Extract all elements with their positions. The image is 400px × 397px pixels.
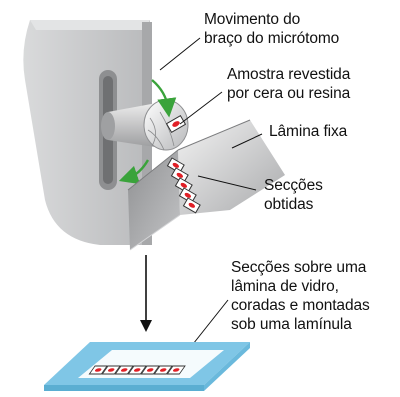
rotation-arrow-top [151, 79, 177, 118]
section-ribbon [166, 157, 201, 214]
label-slide: Secções sobre uma lâmina de vidro, corad… [231, 259, 370, 333]
label-arm-movement: Movimento do braço do micrótomo [204, 11, 340, 47]
fixed-blade [127, 119, 285, 251]
leader-blade [231, 133, 263, 149]
microtome-arm [101, 99, 189, 151]
leader-arm-movement [159, 37, 201, 71]
leader-sample [179, 91, 223, 125]
leader-sections [197, 175, 257, 191]
mounted-sections [88, 365, 186, 375]
label-sample: Amostra revestida por cera ou resina [227, 66, 351, 102]
rotation-arrow-bottom [118, 159, 150, 185]
label-blade: Lâmina fixa [269, 123, 348, 140]
specimen-block [165, 114, 187, 134]
label-sections: Secções obtidas [264, 177, 323, 213]
transfer-arrow-head [140, 320, 152, 332]
